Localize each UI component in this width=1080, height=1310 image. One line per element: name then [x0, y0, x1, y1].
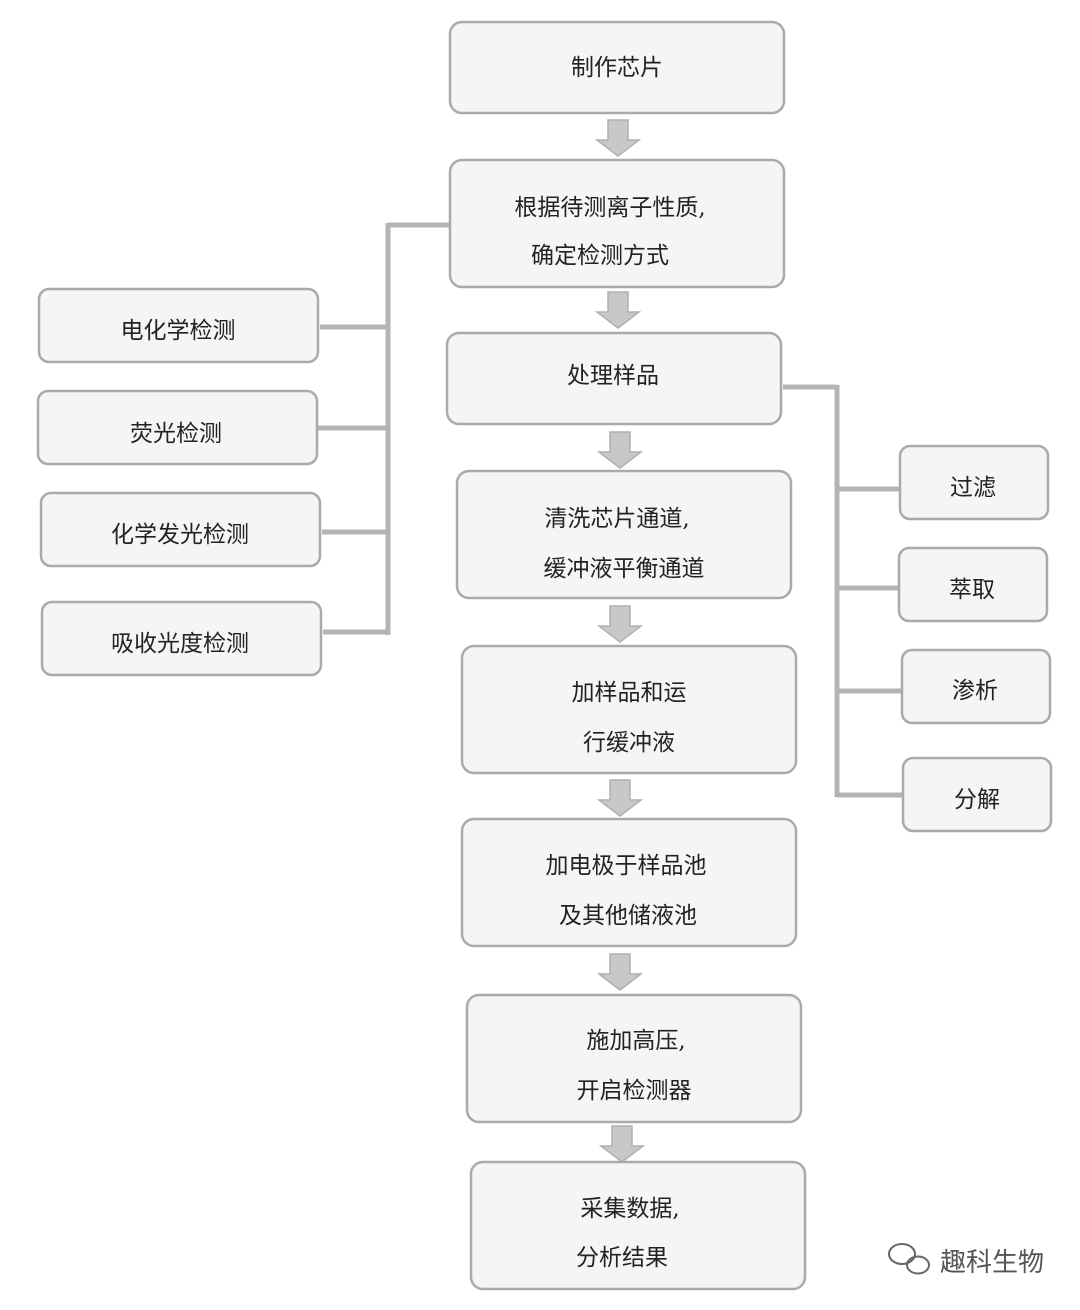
watermark-text: 趣科生物 — [940, 1248, 1044, 1278]
method-label: 分解 — [954, 787, 1000, 813]
step-label-line-2: 及其他储液池 — [559, 903, 697, 929]
down-arrow-4 — [596, 605, 644, 643]
down-arrow-1 — [594, 119, 642, 157]
step-label-line-1: 加样品和运 — [572, 680, 687, 706]
processing-method-extraction: 萃取 — [897, 546, 1049, 623]
step-label-line-1: 清洗芯片通道, — [544, 506, 689, 532]
down-arrow-6 — [596, 953, 644, 991]
step-label-line-2: 确定检测方式 — [531, 243, 669, 269]
step-arrows — [594, 119, 646, 1163]
processing-method-dialysis: 渗析 — [900, 648, 1052, 725]
method-label: 吸收光度检测 — [111, 631, 249, 657]
step-label-line-1: 加电极于样品池 — [546, 853, 707, 879]
step-label-line-1: 根据待测离子性质, — [514, 195, 705, 221]
main-step-3: 处理样品 — [445, 331, 783, 426]
processing-connector — [783, 384, 904, 798]
step-label: 处理样品 — [567, 363, 659, 389]
main-step-6: 加电极于样品池 及其他储液池 — [460, 817, 798, 948]
detection-connector — [318, 222, 450, 635]
down-arrow-7 — [598, 1125, 646, 1163]
main-step-4: 清洗芯片通道, 缓冲液平衡通道 — [455, 469, 793, 600]
step-label-line-2: 行缓冲液 — [583, 730, 675, 756]
detection-method-absorbance: 吸收光度检测 — [40, 600, 323, 677]
method-label: 电化学检测 — [121, 318, 236, 344]
method-label: 萃取 — [949, 577, 995, 603]
detection-method-fluorescence: 荧光检测 — [36, 389, 319, 466]
wechat-icon — [888, 1243, 930, 1275]
main-step-5: 加样品和运 行缓冲液 — [460, 644, 798, 775]
step-label-line-2: 分析结果 — [576, 1245, 668, 1271]
down-arrow-3 — [596, 431, 644, 469]
step-label-line-1: 施加高压, — [586, 1028, 685, 1054]
method-label: 化学发光检测 — [111, 522, 249, 548]
step-label-line-2: 开启检测器 — [577, 1078, 692, 1104]
processing-method-digestion: 分解 — [901, 756, 1053, 833]
main-step-2: 根据待测离子性质, 确定检测方式 — [448, 158, 786, 289]
detection-method-electrochemical: 电化学检测 — [37, 287, 320, 364]
method-label: 渗析 — [952, 678, 998, 704]
down-arrow-2 — [594, 291, 642, 329]
step-label: 制作芯片 — [571, 55, 663, 81]
processing-method-filtration: 过滤 — [898, 444, 1050, 521]
detection-method-chemiluminescence: 化学发光检测 — [39, 491, 322, 568]
method-label: 过滤 — [950, 475, 996, 501]
step-label-line-1: 采集数据, — [580, 1196, 679, 1222]
main-step-1: 制作芯片 — [448, 20, 786, 115]
main-step-8: 采集数据, 分析结果 — [469, 1160, 807, 1291]
step-label-line-2: 缓冲液平衡通道 — [544, 556, 705, 582]
method-label: 荧光检测 — [130, 421, 222, 447]
watermark: 趣科生物 — [888, 1243, 1044, 1278]
down-arrow-5 — [596, 779, 644, 817]
main-step-7: 施加高压, 开启检测器 — [465, 993, 803, 1124]
